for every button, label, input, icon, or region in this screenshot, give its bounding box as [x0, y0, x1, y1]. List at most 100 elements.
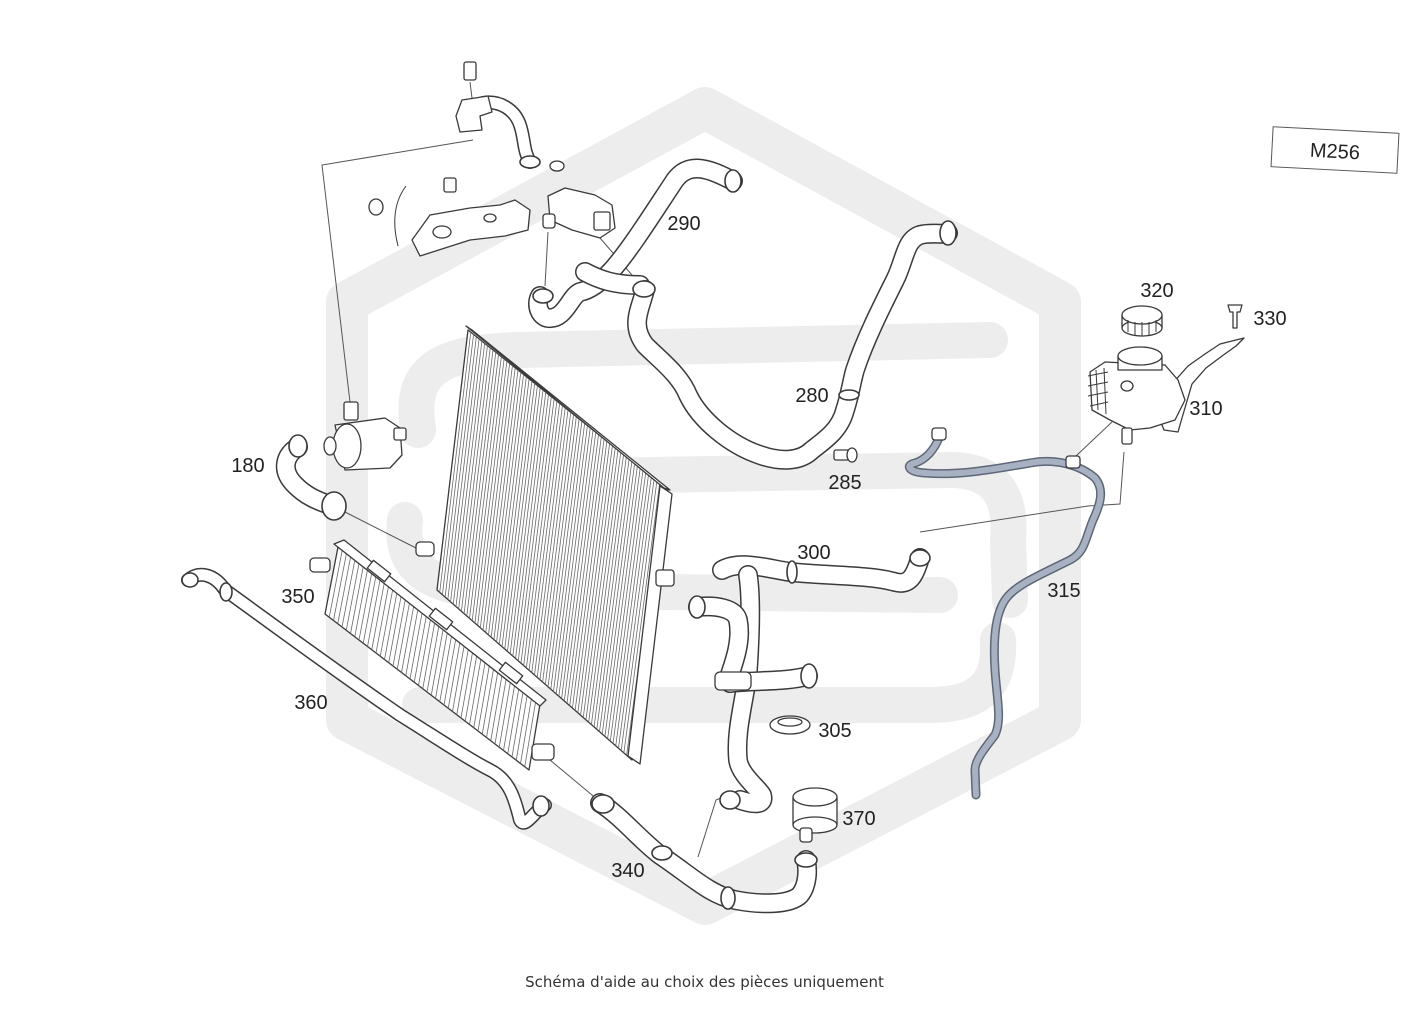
radiator-fin	[561, 432, 597, 699]
hose-300-clamp-branch	[800, 663, 818, 689]
radiator-fin	[536, 412, 572, 678]
cooler-fin	[328, 550, 343, 618]
callout-370[interactable]: 370	[842, 808, 875, 830]
hose-280-body	[628, 224, 957, 469]
radiator-fin	[558, 429, 594, 697]
radiator-fin	[498, 381, 533, 645]
cooler-inlet-pipe	[309, 557, 331, 573]
bracket-hole-2	[483, 213, 497, 223]
hose-290-clamp-top	[724, 169, 742, 193]
pump-spigot	[323, 436, 337, 456]
radiator-fin	[539, 414, 574, 680]
callout-labels: 290 280 285 180 320 330 310 315 300 350 …	[231, 213, 1286, 882]
radiator-fin	[528, 405, 563, 671]
top-t-fitting	[455, 95, 493, 133]
leader-315	[919, 451, 1125, 533]
callout-360[interactable]: 360	[294, 692, 327, 714]
callout-340[interactable]: 340	[611, 860, 644, 882]
leader-cooler-outlet	[549, 759, 599, 801]
cooler-bracket-3	[498, 661, 524, 685]
bracket-bolt-2	[443, 177, 457, 193]
radiator-fin	[515, 394, 549, 659]
bolt-330	[1227, 304, 1243, 329]
radiator-fin	[469, 356, 502, 619]
reservoir-side-port	[1120, 380, 1134, 392]
hose-300-clamp-right	[909, 549, 931, 567]
radiator-fin	[442, 334, 474, 595]
hose-180	[275, 434, 435, 557]
radiator-fin	[566, 436, 602, 704]
callout-285[interactable]: 285	[828, 472, 861, 494]
cap-320-ridges	[1127, 320, 1157, 336]
cooler-fin	[443, 638, 457, 706]
hose-300-clamp-left	[688, 595, 706, 619]
radiator-fin	[588, 454, 624, 723]
cooler-fin	[345, 563, 360, 631]
cooler-fin	[358, 573, 373, 641]
pump-front	[332, 423, 362, 469]
radiator-fin	[482, 367, 516, 631]
vent-line-315-connector-top	[931, 427, 947, 441]
engine-code-tag: M256	[1270, 126, 1400, 174]
engine-code-box	[1270, 126, 1400, 174]
cooler-fin	[494, 677, 507, 745]
radiator-fin	[460, 349, 494, 612]
cooler-fin	[375, 586, 389, 654]
clamp-305-inner	[777, 717, 803, 727]
cooler-fin	[486, 671, 499, 738]
radiator-fin	[458, 347, 491, 609]
radiator-fin	[507, 387, 541, 652]
hose-180-pipe	[415, 541, 435, 557]
hose-360-clamp-bottom	[532, 795, 550, 817]
radiator-fin	[580, 447, 616, 716]
callout-180[interactable]: 180	[231, 455, 264, 477]
radiator-fin	[504, 385, 538, 650]
cooler-fin	[426, 625, 440, 693]
cooler-fin	[439, 635, 453, 702]
hose-290-clamp-bottom	[532, 288, 554, 304]
leader-lines	[321, 81, 1125, 858]
watermark-hexagon	[326, 87, 1081, 925]
hose-340-clamp-4	[794, 852, 818, 868]
callout-305[interactable]: 305	[818, 720, 851, 742]
radiator-fin	[485, 369, 519, 633]
radiator-fin	[618, 478, 655, 749]
hose-280-clamp-mid	[838, 389, 860, 401]
callout-350[interactable]: 350	[281, 586, 314, 608]
vent-line-315-connector-mid	[1065, 455, 1081, 469]
callout-300[interactable]: 300	[797, 542, 830, 564]
cooler-fin	[511, 690, 524, 758]
callout-315[interactable]: 315	[1047, 580, 1080, 602]
callout-290[interactable]: 290	[667, 213, 700, 235]
cooler-fin	[405, 609, 419, 676]
radiator-fin	[620, 481, 658, 751]
callout-320[interactable]: 320	[1140, 280, 1173, 302]
cooler-fin	[460, 651, 474, 719]
bracket-hole-1	[432, 225, 452, 239]
radiator-fin	[447, 338, 480, 600]
radiator-fin	[534, 409, 569, 676]
fitting-285-head	[846, 447, 858, 463]
pump-370-top	[792, 787, 838, 807]
radiator-fin	[466, 354, 499, 617]
cooler-fin	[430, 628, 444, 696]
cooler-fin	[367, 579, 381, 647]
radiator-fin	[542, 416, 577, 683]
hose-340-clamp-3	[720, 886, 736, 910]
callout-330[interactable]: 330	[1253, 308, 1286, 330]
radiator-fin	[525, 403, 561, 668]
radiator-fin	[490, 374, 524, 638]
cooler-fin	[456, 648, 469, 715]
radiator-fin	[501, 383, 536, 647]
cooler-fin	[388, 595, 402, 663]
cooler-fin	[490, 674, 503, 741]
radiator-fin	[509, 389, 544, 654]
callout-280[interactable]: 280	[795, 385, 828, 407]
expansion-reservoir	[1087, 337, 1245, 445]
radiator-fin	[569, 438, 605, 706]
reservoir-outlet	[1121, 427, 1133, 445]
callout-310[interactable]: 310	[1189, 398, 1222, 420]
vent-line-315	[904, 427, 1106, 800]
mounting-bracket	[368, 177, 531, 257]
cooler-fin	[507, 687, 520, 754]
